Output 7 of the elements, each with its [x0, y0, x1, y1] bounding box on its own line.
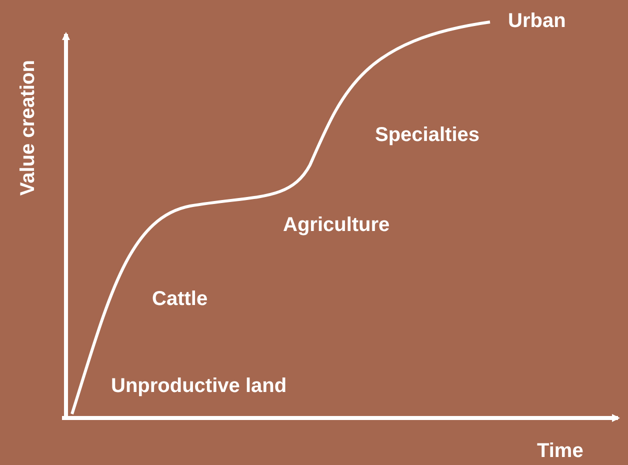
- axis-title: Value creation: [17, 60, 39, 196]
- stage-label: Specialties: [375, 124, 480, 146]
- axis-title: Time: [537, 440, 584, 462]
- stage-label: Urban: [508, 10, 566, 32]
- stage-label: Unproductive land: [111, 375, 287, 397]
- stage-label: Agriculture: [283, 214, 390, 236]
- stage-label: Cattle: [152, 288, 208, 310]
